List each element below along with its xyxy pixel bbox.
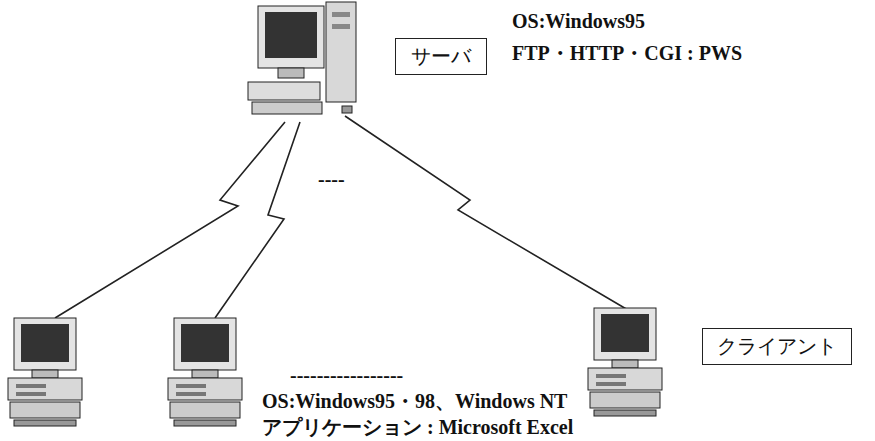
box-label: クライアント — [717, 335, 837, 358]
client-computer — [168, 318, 242, 426]
ellipsis: ----------------- — [290, 364, 403, 387]
link-line — [55, 122, 285, 318]
label-box: クライアント — [702, 328, 852, 365]
box-label: サーバ — [411, 45, 471, 68]
ellipsis: ---- — [318, 168, 345, 191]
link-line — [345, 116, 628, 310]
client-computer — [588, 308, 662, 416]
application-label: アプリケーション : Microsoft Excel — [262, 416, 573, 439]
server-computer — [248, 2, 356, 114]
label-box: サーバ — [395, 38, 487, 75]
os-label: OS:Windows95 — [512, 10, 645, 33]
os-label: OS:Windows95・98、Windows NT — [262, 390, 567, 413]
software-label: FTP・HTTP・CGI : PWS — [512, 42, 742, 65]
link-line — [215, 122, 300, 318]
client-computer — [8, 318, 82, 426]
